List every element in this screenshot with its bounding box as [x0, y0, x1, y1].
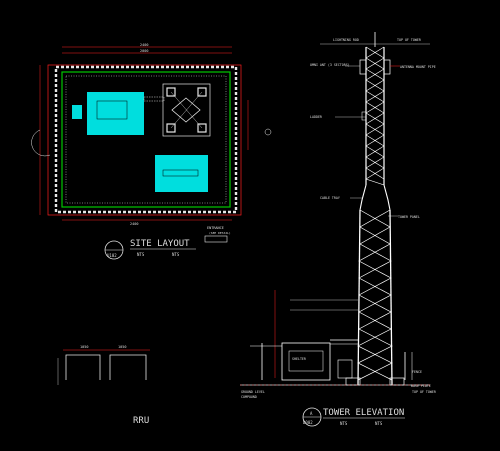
ladder-bracket	[361, 111, 367, 121]
annot-ladder: LADDER	[310, 115, 322, 119]
ac-unit	[72, 105, 82, 119]
tower-sheet-code: D002	[303, 420, 313, 425]
fence-outer	[54, 65, 238, 214]
tower-leg-4	[197, 123, 207, 133]
equipment-cabinet	[337, 359, 353, 379]
rru-label: RRU	[133, 416, 149, 426]
dim-top-text: 2400	[140, 43, 148, 47]
lower-mast	[357, 209, 393, 386]
tower-elevation-title: TOWER ELEVATION	[323, 408, 404, 418]
small-plan-left-bay	[65, 354, 101, 380]
tower-scale-a: NTS	[340, 421, 348, 426]
annot-ground: GROUND LEVEL	[241, 390, 265, 394]
equipment-detail	[162, 169, 199, 177]
equipment-pad	[155, 155, 208, 192]
entrance-sub: (SEE DETAIL)	[209, 231, 231, 235]
lower-mast-leg-right	[389, 209, 393, 386]
site-layout-title: SITE LAYOUT	[130, 239, 190, 249]
flare-left	[359, 184, 367, 211]
small-dim-right: 1050	[118, 345, 126, 349]
annot-antenna-pipe: ANTENNA MOUNT PIPE	[400, 65, 436, 69]
tower-brace-2	[170, 91, 203, 129]
tower-scale-b: NTS	[375, 421, 383, 426]
tower-sheet-code-top: A	[310, 411, 313, 416]
gravel-edge	[65, 75, 227, 204]
antenna-right	[383, 59, 391, 75]
tower-leg-3	[166, 123, 176, 133]
site-scale-b: NTS	[172, 252, 180, 257]
small-plan: 1050 1050 RRU	[57, 345, 150, 426]
north-marker	[264, 128, 272, 136]
cable-tray	[143, 96, 165, 102]
annot-fence: FENCE	[412, 370, 422, 374]
dim-top-inner-text: 2000	[140, 49, 148, 53]
shelter-elevation	[281, 342, 331, 381]
lightning-rod-label: LIGHTNING ROD	[333, 38, 359, 42]
tower-footprint	[162, 83, 211, 137]
dim-bottom-text: 2400	[130, 222, 138, 226]
annot-base-plate: BASE PLATE	[411, 384, 431, 388]
lower-mast-leg-left	[357, 209, 361, 386]
small-dim-left: 1050	[80, 345, 88, 349]
flare-right	[383, 184, 391, 211]
site-boundary	[47, 64, 242, 216]
site-layout-plan: 2400 2000 2400 E	[31, 43, 272, 260]
lower-mast-bracing-b	[357, 209, 393, 381]
shelter-pad	[87, 92, 144, 135]
antenna-left	[359, 59, 367, 75]
tower-leg-1	[166, 87, 176, 97]
annot-tower-panel: TOWER PANEL	[398, 215, 420, 219]
annot-top-right: TOP OF TOWER	[412, 390, 436, 394]
fence-inner	[61, 71, 231, 208]
annot-cable-tray: CABLE TRAY	[320, 196, 340, 200]
small-plan-right-bay	[109, 354, 147, 380]
tower-elevation: LIGHTNING ROD TOP OF TOWER ANTENNA MOUNT…	[240, 32, 436, 427]
entrance-gate	[204, 235, 228, 243]
shelter-detail	[96, 100, 128, 120]
tower-diamond	[171, 97, 201, 123]
annot-compound: COMPOUND	[241, 395, 257, 399]
site-scale-a: NTS	[137, 252, 145, 257]
door-swing	[31, 129, 51, 157]
top-of-tower-label: TOP OF TOWER	[397, 38, 421, 42]
lower-mast-bracing-a	[357, 209, 393, 381]
entrance-note: ENTRANCE	[207, 226, 224, 230]
annot-shelter: SHELTER	[292, 357, 306, 361]
tower-leg-2	[197, 87, 207, 97]
site-sheet-code: U102	[107, 253, 117, 258]
shelter-panel	[288, 350, 324, 372]
annot-omni: OMNI ANT (3 SECTORS)	[310, 63, 350, 67]
